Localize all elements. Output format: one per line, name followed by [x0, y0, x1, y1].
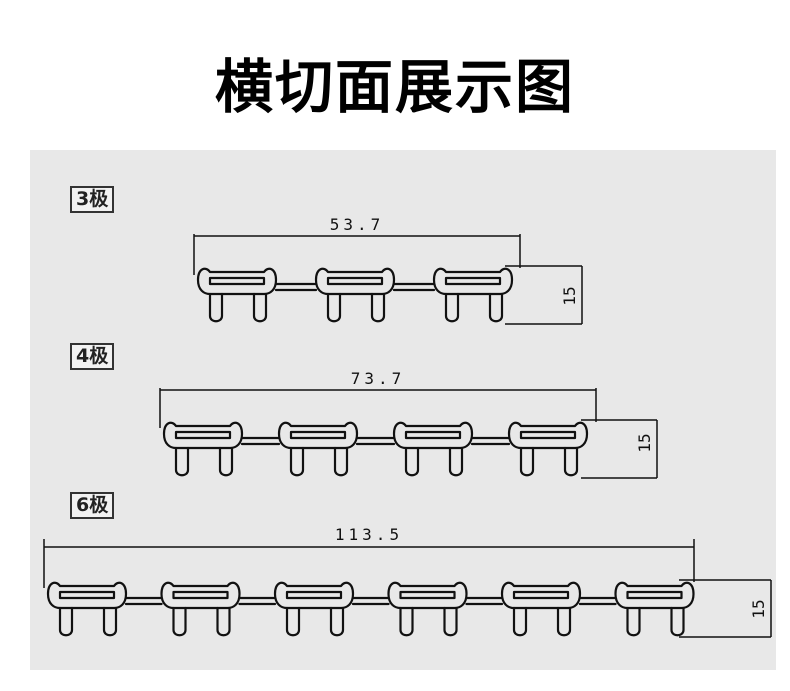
clip-slot	[326, 276, 384, 286]
clip-slot	[512, 590, 570, 600]
width-value: 73.7	[351, 369, 406, 388]
bridge	[578, 596, 617, 606]
busbar-row-4-pole: 73.7 15	[159, 369, 658, 479]
bridge	[351, 596, 390, 606]
clip-housing	[160, 581, 241, 610]
width-value: 113.5	[335, 525, 403, 544]
page-title: 横切面展示图	[214, 53, 575, 121]
clip-housing	[277, 421, 359, 450]
pin	[444, 292, 460, 323]
clip-housing	[387, 581, 468, 610]
busbar-profile	[162, 421, 589, 477]
clip-slot	[172, 590, 229, 600]
pin	[519, 446, 535, 477]
pole-label-6: 6极	[70, 492, 115, 519]
pin	[102, 606, 118, 637]
pin	[670, 606, 685, 637]
clip-housing	[196, 267, 278, 296]
height-dimension	[581, 419, 658, 479]
pin	[285, 606, 301, 637]
height-dimension	[679, 579, 772, 638]
pole-label-4: 4极	[70, 343, 115, 370]
pin	[488, 292, 504, 323]
clip-housing	[46, 581, 128, 610]
pin	[399, 606, 414, 637]
width-value: 53.7	[330, 215, 385, 234]
width-dimension	[43, 539, 695, 588]
clip-housing	[162, 421, 244, 450]
diagram-panel: 53.7 15 73.7 15	[30, 150, 776, 670]
bridge	[238, 596, 277, 606]
clip-slot	[208, 276, 266, 286]
height-value: 15	[560, 286, 579, 305]
pin	[404, 446, 420, 477]
pin	[333, 446, 349, 477]
busbar-row-3-pole: 53.7 15	[193, 215, 583, 325]
clip-housing	[273, 581, 355, 610]
pin	[563, 446, 579, 477]
width-dimension	[193, 234, 521, 275]
clip-housing	[432, 267, 514, 296]
clip-housing	[507, 421, 589, 450]
pin	[329, 606, 345, 637]
clip-slot	[285, 590, 343, 600]
bridge	[240, 436, 281, 446]
pin	[556, 606, 572, 637]
bridge	[124, 596, 163, 606]
clip-slot	[399, 590, 456, 600]
pin	[448, 446, 464, 477]
width-dimension	[159, 388, 597, 428]
pin	[370, 292, 386, 323]
pin	[58, 606, 74, 637]
busbar-profile	[196, 267, 514, 323]
pin	[626, 606, 641, 637]
clip-slot	[58, 590, 116, 600]
bridge	[274, 282, 318, 292]
pin	[512, 606, 528, 637]
clip-slot	[174, 430, 232, 440]
clip-housing	[500, 581, 582, 610]
busbar-row-6-pole: 113.5 15	[43, 525, 772, 638]
height-value: 15	[749, 599, 768, 618]
pin	[252, 292, 268, 323]
clip-slot	[444, 276, 502, 286]
pin	[172, 606, 187, 637]
clip-slot	[404, 430, 462, 440]
pole-label-3: 3极	[70, 186, 115, 213]
clip-slot	[519, 430, 577, 440]
pin	[443, 606, 458, 637]
bridge	[465, 596, 504, 606]
clip-slot	[289, 430, 347, 440]
pin	[208, 292, 224, 323]
pin	[216, 606, 231, 637]
busbar-profile	[46, 581, 695, 637]
clip-slot	[626, 590, 683, 600]
clip-housing	[614, 581, 695, 610]
bridge	[470, 436, 511, 446]
clip-housing	[392, 421, 474, 450]
height-dimension	[505, 265, 583, 325]
bridge	[355, 436, 396, 446]
pin	[174, 446, 190, 477]
bridge	[392, 282, 436, 292]
pin	[289, 446, 305, 477]
pin	[218, 446, 234, 477]
pin	[326, 292, 342, 323]
clip-housing	[314, 267, 396, 296]
height-value: 15	[635, 433, 654, 452]
cross-section-drawing: 53.7 15 73.7 15	[43, 215, 772, 638]
